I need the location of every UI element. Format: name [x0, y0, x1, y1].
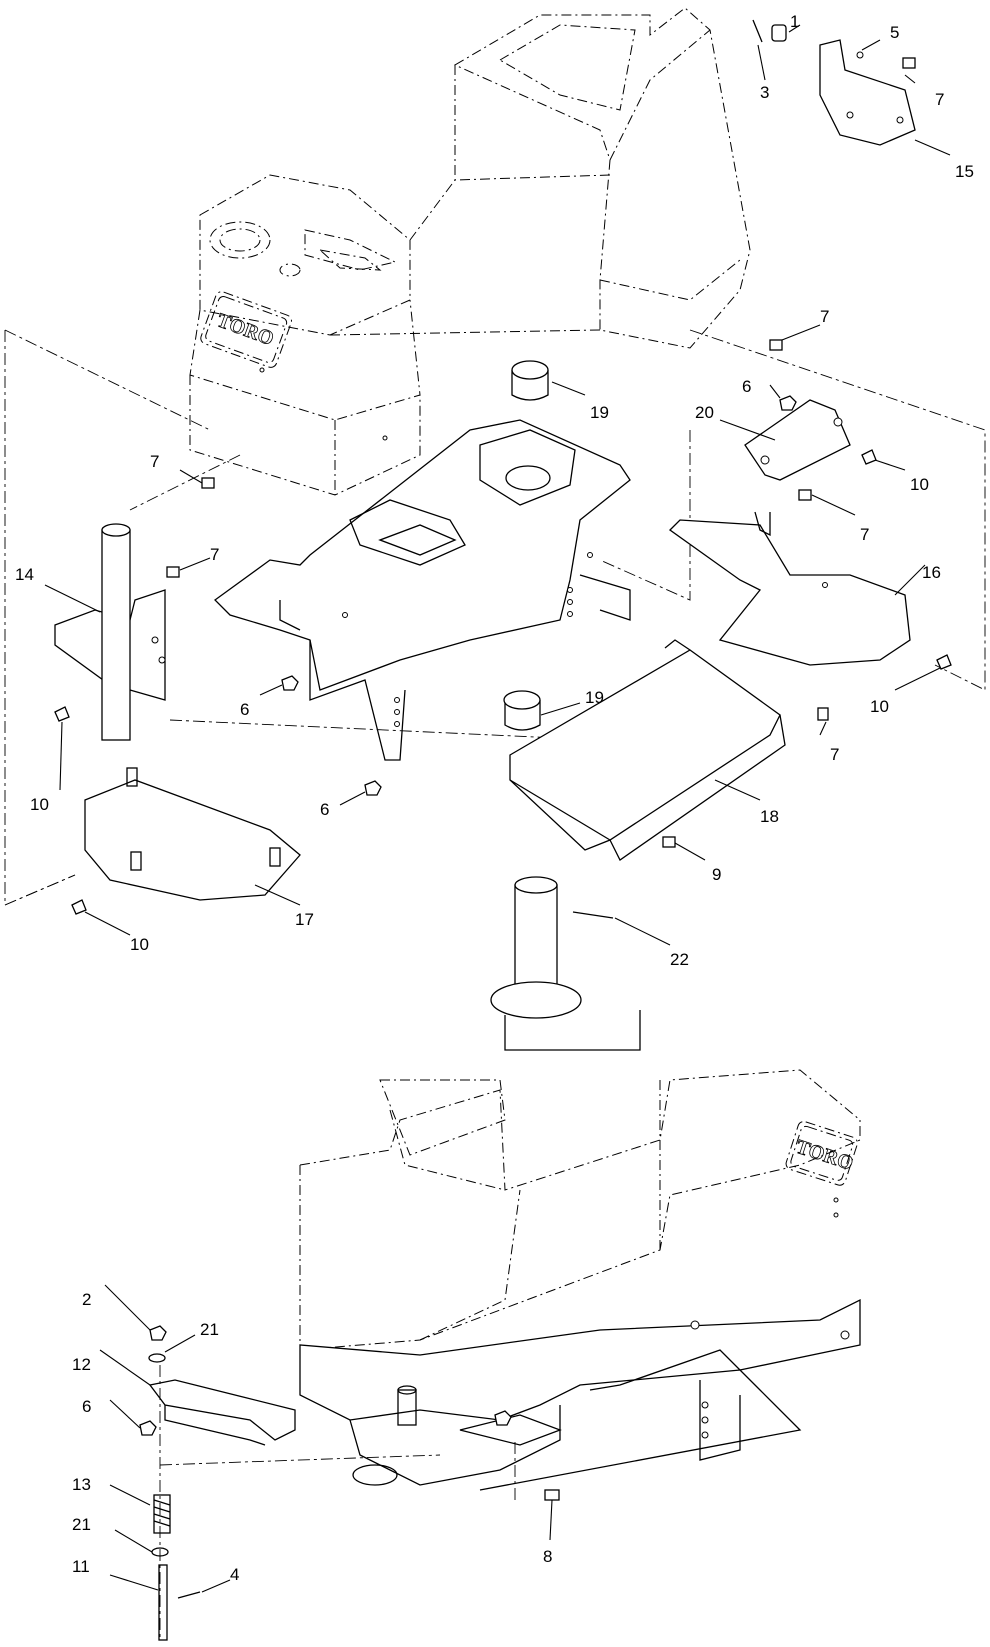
bracket-20 [744, 399, 851, 481]
callout-10-a: 10 [910, 475, 929, 494]
lower-housing-ghost: TORO [299, 1069, 861, 1351]
callout-7-e: 7 [210, 545, 219, 564]
upper-housing-ghost: TORO [189, 7, 751, 496]
pin-3 [752, 19, 763, 43]
bracket-12 [148, 1379, 296, 1446]
toro-logo-upper: TORO [200, 291, 292, 368]
callout-12: 12 [72, 1355, 91, 1374]
bracket-14 [54, 523, 166, 741]
callout-14: 14 [15, 565, 34, 584]
callout-7-d: 7 [150, 452, 159, 471]
callout-19-b: 19 [585, 688, 604, 707]
callout-10-c: 10 [30, 795, 49, 814]
assembly-boundary-lines [4, 329, 986, 906]
leader-lines [44, 24, 951, 1593]
plate-17 [84, 767, 301, 901]
callout-6-d: 6 [82, 1397, 91, 1416]
bushing-lower [503, 690, 541, 731]
callout-3: 3 [760, 83, 769, 102]
callout-labels: 1 3 5 7 15 7 19 6 20 10 7 16 14 7 7 6 10… [15, 12, 974, 1584]
toro-logo-lower: TORO [785, 1121, 858, 1186]
callout-18: 18 [760, 807, 779, 826]
callout-1: 1 [790, 12, 799, 31]
callout-16: 16 [922, 563, 941, 582]
callout-7-a: 7 [935, 90, 944, 109]
callout-2: 2 [82, 1290, 91, 1309]
callout-7-c: 7 [860, 525, 869, 544]
main-frame [214, 419, 631, 761]
callout-7-f: 7 [830, 745, 839, 764]
callout-7-b: 7 [820, 307, 829, 326]
callout-13: 13 [72, 1475, 91, 1494]
lower-frame [299, 1298, 861, 1491]
callout-10-b: 10 [870, 697, 889, 716]
callout-17: 17 [295, 910, 314, 929]
pin-4 [177, 1591, 201, 1599]
callout-21-b: 21 [72, 1515, 91, 1534]
pedestal-22 [490, 876, 641, 1051]
callout-15: 15 [955, 162, 974, 181]
callout-8: 8 [543, 1547, 552, 1566]
hardware-upper [54, 51, 952, 915]
callout-11: 11 [72, 1557, 90, 1576]
bracket-15 [819, 39, 916, 146]
spring-13 [153, 1494, 171, 1534]
callout-9: 9 [712, 865, 721, 884]
toro-logo-text-upper: TORO [214, 309, 277, 350]
callout-6-b: 6 [240, 700, 249, 719]
callout-4: 4 [230, 1565, 239, 1584]
callout-6-c: 6 [320, 800, 329, 819]
lower-axis-lines [159, 1365, 516, 1640]
callout-19-a: 19 [590, 403, 609, 422]
knob-1 [771, 24, 787, 42]
callout-21-a: 21 [200, 1320, 219, 1339]
plate-16 [668, 511, 911, 666]
bushing-upper [511, 360, 549, 401]
rod-11 [158, 1564, 168, 1641]
callout-10-d: 10 [130, 935, 149, 954]
callout-20: 20 [695, 403, 714, 422]
callout-6-a: 6 [742, 377, 751, 396]
callout-5: 5 [890, 23, 899, 42]
footrest-18 [509, 639, 786, 861]
callout-22: 22 [670, 950, 689, 969]
